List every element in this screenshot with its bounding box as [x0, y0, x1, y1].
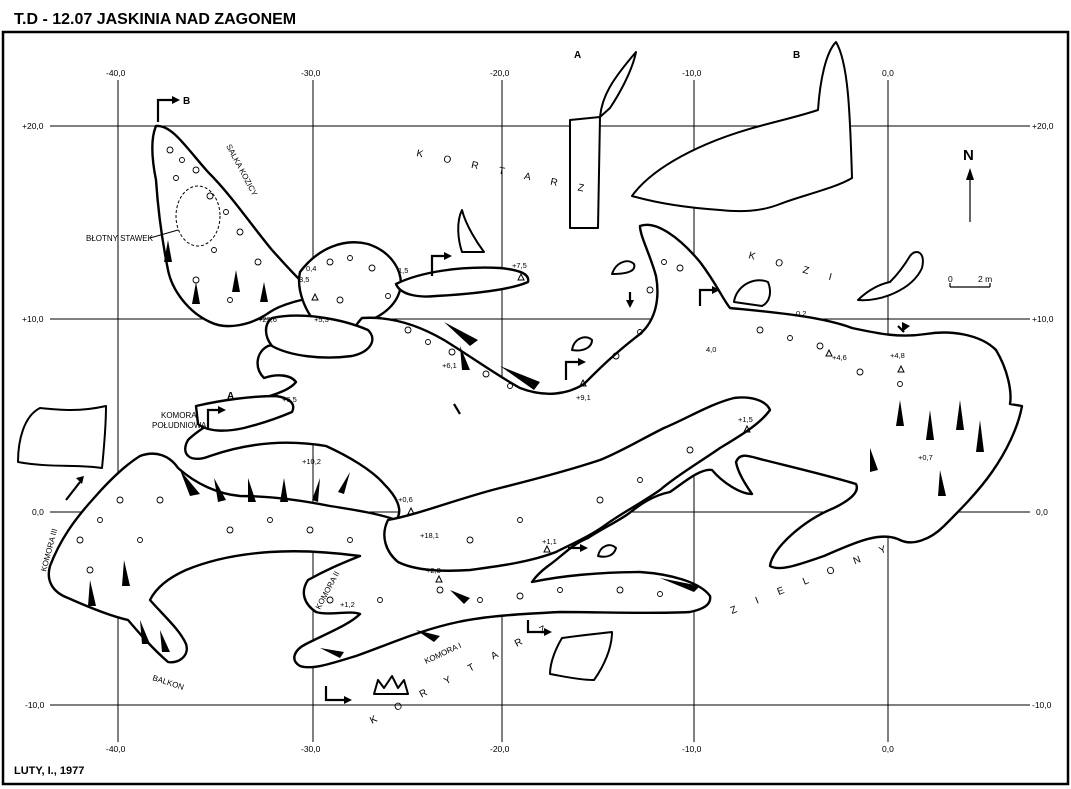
- grid-label-x-top: -30,0: [301, 68, 321, 78]
- north-arrow: N: [963, 147, 974, 222]
- grid-label-x-top: -20,0: [490, 68, 510, 78]
- north-label: N: [963, 147, 974, 164]
- grid-label-x-bottom: -10,0: [682, 744, 702, 754]
- spot-height: +4,8: [890, 351, 905, 360]
- label-komora-poludniowa: KOMORA: [161, 411, 197, 420]
- grid-label-x-bottom: -20,0: [490, 744, 510, 754]
- grid-label-y-right: -10,0: [1032, 700, 1052, 710]
- spot-height: +2,8: [426, 566, 441, 575]
- mud-pond: [175, 185, 221, 247]
- spot-height: 1,5: [398, 266, 408, 275]
- label-komora-poludniowa: POŁUDNIOWA: [152, 421, 207, 430]
- label-kortarz: K O R T A R Z: [415, 148, 593, 196]
- slope-symbols: [88, 240, 984, 658]
- scale-start-label: 0: [948, 274, 953, 284]
- section-arrows: B A A B: [65, 50, 910, 704]
- label-balkon: BALKON: [151, 673, 185, 692]
- label-komora-i: KOMORA I: [423, 641, 463, 666]
- grid-label-y-left: +10,0: [22, 314, 44, 324]
- spot-height: 4,0: [706, 345, 716, 354]
- cross-sections: [17, 41, 924, 695]
- grid-label-y-right: 0,0: [1036, 507, 1048, 517]
- section-marker-b: B: [183, 96, 190, 107]
- section-label-a: A: [574, 50, 581, 61]
- spot-heights: +7,5 1,5 0,4 3,5 +22,6 +5,3 +6,1 +9,1 4,…: [258, 261, 933, 609]
- label-salka-kozicy: SALKA KOZICY: [224, 143, 259, 198]
- section-marker-a: A: [227, 391, 234, 402]
- scale-end-label: 2 m: [978, 274, 992, 284]
- survey-stations: [311, 272, 905, 583]
- spot-height: +7,5: [512, 261, 527, 270]
- grid-label-x-bottom: 0,0: [882, 744, 894, 754]
- section-label-b: B: [793, 50, 800, 61]
- spot-height: 0,4: [306, 264, 316, 273]
- grid-label-y-right: +10,0: [1032, 314, 1054, 324]
- spot-height: 3,5: [299, 275, 309, 284]
- spot-height: +6,1: [442, 361, 457, 370]
- spot-height: +10,2: [302, 457, 321, 466]
- grid-label-x-bottom: -30,0: [301, 744, 321, 754]
- scale-bar: 0 2 m: [948, 274, 992, 288]
- grid-label-x-top: -10,0: [682, 68, 702, 78]
- map-frame: [1, 30, 1070, 786]
- spot-height: +9,1: [576, 393, 591, 402]
- cave-passages: [47, 124, 1024, 669]
- spot-height: +5,3: [314, 315, 329, 324]
- author-credit: LUTY, I., 1977: [14, 765, 84, 777]
- spot-height: +1,2: [340, 600, 355, 609]
- map-title: T.D - 12.07 JASKINIA NAD ZAGONEM: [14, 11, 296, 28]
- grid-label-x-top: 0,0: [882, 68, 894, 78]
- spot-height: +0,7: [918, 453, 933, 462]
- grid-label-y-right: +20,0: [1032, 121, 1054, 131]
- spot-height: +1,5: [738, 415, 753, 424]
- spot-height: 0,2: [796, 309, 806, 318]
- spot-height: +22,6: [258, 315, 277, 324]
- label-blotny-stawek: BŁOTNY STAWEK: [86, 234, 154, 243]
- boulder-symbols: [76, 146, 903, 604]
- spot-height: +18,1: [420, 531, 439, 540]
- grid-label-y-left: -10,0: [25, 700, 45, 710]
- spot-height: +4,6: [832, 353, 847, 362]
- spot-height: +0,6: [398, 495, 413, 504]
- spot-height: +6,5: [282, 395, 297, 404]
- grid-label-y-left: 0,0: [32, 507, 44, 517]
- grid-label-x-bottom: -40,0: [106, 744, 126, 754]
- grid-label-y-left: +20,0: [22, 121, 44, 131]
- grid-label-x-top: -40,0: [106, 68, 126, 78]
- spot-height: +1,1: [542, 537, 557, 546]
